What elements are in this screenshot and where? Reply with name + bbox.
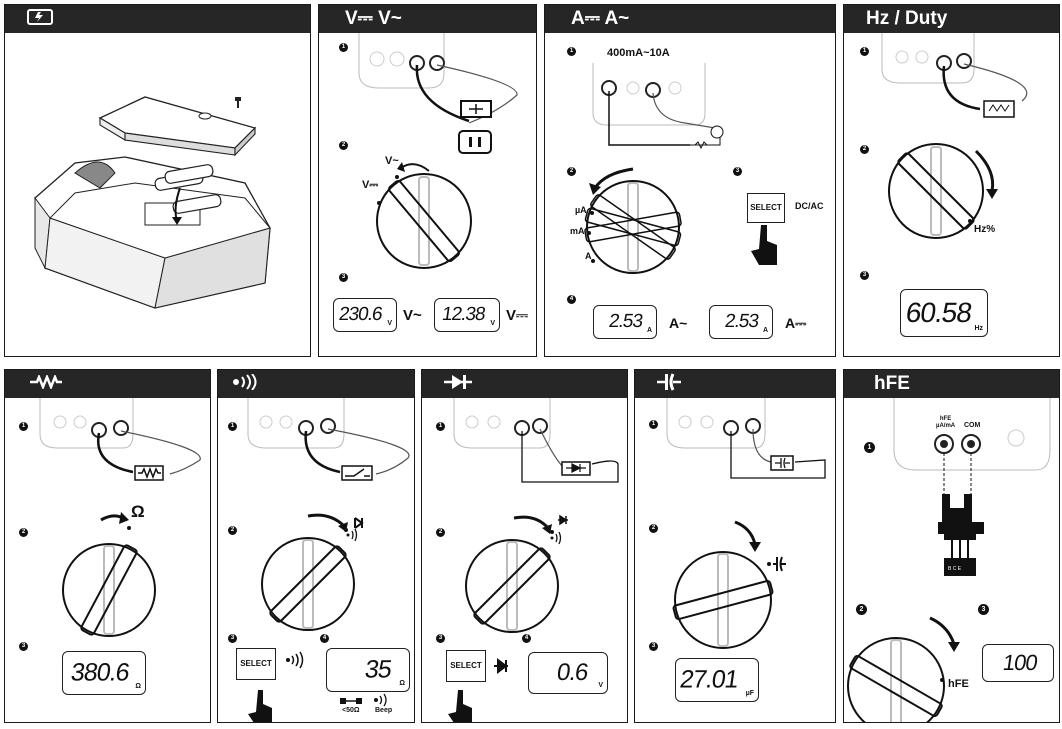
step-2-marker: 2 [19,528,28,537]
lcd-current-dc: 2.53 A [709,305,773,339]
label-a-dc: A⎓ [785,315,807,331]
panel-capacitance: 1 2 3 27.01 µF [634,369,836,723]
dial-label-a: A [585,251,592,261]
select-button[interactable]: SELECT [446,650,486,682]
label-dcac: DC/AC [795,201,824,211]
panel-hz-duty: Hz / Duty 1 2 3 Hz% 60.58 Hz [843,4,1060,357]
lcd-hfe: 100 [982,644,1054,682]
step-2-marker: 2 [860,145,869,154]
step-1-marker: 1 [228,422,237,431]
dial-label-hz: Hz% [974,224,996,235]
step-1-marker: 1 [339,43,348,52]
step-1-marker: 1 [19,422,28,431]
panel-header [5,370,210,398]
hz-illustration [881,33,1028,239]
step-3-marker: 3 [649,642,658,651]
diode-illustration [448,398,619,722]
panel-resistance: 1 2 3 Ω 380.6 Ω [4,369,211,723]
step-1-marker: 1 [649,420,658,429]
select-button[interactable]: SELECT [747,193,785,223]
step-3-marker: 3 [19,642,28,651]
capacitance-illustration [666,398,826,649]
panel-header: hFE [844,370,1059,398]
step-2-marker: 2 [339,141,348,150]
battery-illustration [5,33,310,356]
panel-header: Hz / Duty [844,5,1059,33]
step-1-marker: 1 [436,422,445,431]
panel-continuity: 1 2 3 4 [217,369,415,723]
panel-voltage: V⎓ V~ 1 2 3 [318,4,537,357]
svg-text:B C E: B C E [948,566,962,572]
step-3-marker: 3 [733,167,742,176]
buzzer-icon [233,373,257,392]
step-1-marker: 1 [860,47,869,56]
step-1-marker: 1 [567,47,576,56]
step-1-marker: 1 [864,442,875,453]
label-lt50: <50Ω [342,707,360,714]
range-label: 400mA~10A [607,47,670,59]
diode-icon [444,375,472,390]
panel-header [5,5,310,33]
step-4-marker: 4 [320,634,329,643]
panel-current: A⎓ A~ 1 2 3 4 400mA~10A [544,4,836,357]
label-a-ac: A~ [669,315,688,331]
lcd-voltage-dc: 12.38 V [434,298,500,332]
battery-replace-icon [27,9,53,26]
dial-label-ohm: Ω [131,502,145,521]
dial-label-v-dc: V⎓ [362,179,379,191]
step-3-marker: 3 [436,634,445,643]
lcd-voltage-ac: 230.6 V [333,298,397,332]
capacitor-icon [657,373,681,392]
lcd-diode: 0.6 V [528,652,608,694]
terminal-label-com: COM [964,422,981,429]
step-3-marker: 3 [228,634,237,643]
panel-header [218,370,414,398]
label-v-ac: V~ [403,307,422,324]
resistor-icon [30,374,62,391]
step-2-marker: 2 [228,526,237,535]
step-2-marker: 2 [567,167,576,176]
panel-header [422,370,627,398]
hfe-illustration: B C E [847,398,1051,722]
step-2-marker: 2 [856,604,867,615]
select-button[interactable]: SELECT [236,648,276,680]
panel-battery [4,4,311,357]
dial-label-v-ac: V~ [385,155,399,167]
dial-label-ua: µA [575,205,587,215]
panel-header: V⎓ V~ [319,5,536,33]
step-3-marker: 3 [978,604,989,615]
lcd-hz: 60.58 Hz [900,289,988,337]
lcd-resistance: 380.6 Ω [62,651,146,695]
dial-label-hfe: hFE [948,678,969,690]
panel-header [635,370,835,398]
step-3-marker: 3 [860,271,869,280]
continuity-illustration [247,398,410,722]
panel-header: A⎓ A~ [545,5,835,33]
label-v-dc: V⎓ [506,307,528,324]
step-2-marker: 2 [649,524,658,533]
step-2-marker: 2 [436,528,445,537]
terminal-label-hfe: hFE µA/mA [936,416,956,429]
lcd-continuity: 35 Ω [326,648,410,692]
step-3-marker: 3 [339,273,348,282]
voltage-illustration [358,33,518,269]
lcd-capacitance: 27.01 µF [675,658,759,702]
label-beep: Beep [375,707,393,714]
dial-label-ma: mA [570,226,585,236]
panel-diode: 1 2 3 4 SELECT 0.6 [421,369,628,723]
panel-hfe: hFE 1 2 3 B C E hFE µA/mA CO [843,369,1060,723]
lcd-current-ac: 2.53 A [593,305,657,339]
step-4-marker: 4 [567,295,576,304]
current-illustration [584,63,777,274]
step-4-marker: 4 [522,634,531,643]
resistance-illustration [39,398,201,637]
